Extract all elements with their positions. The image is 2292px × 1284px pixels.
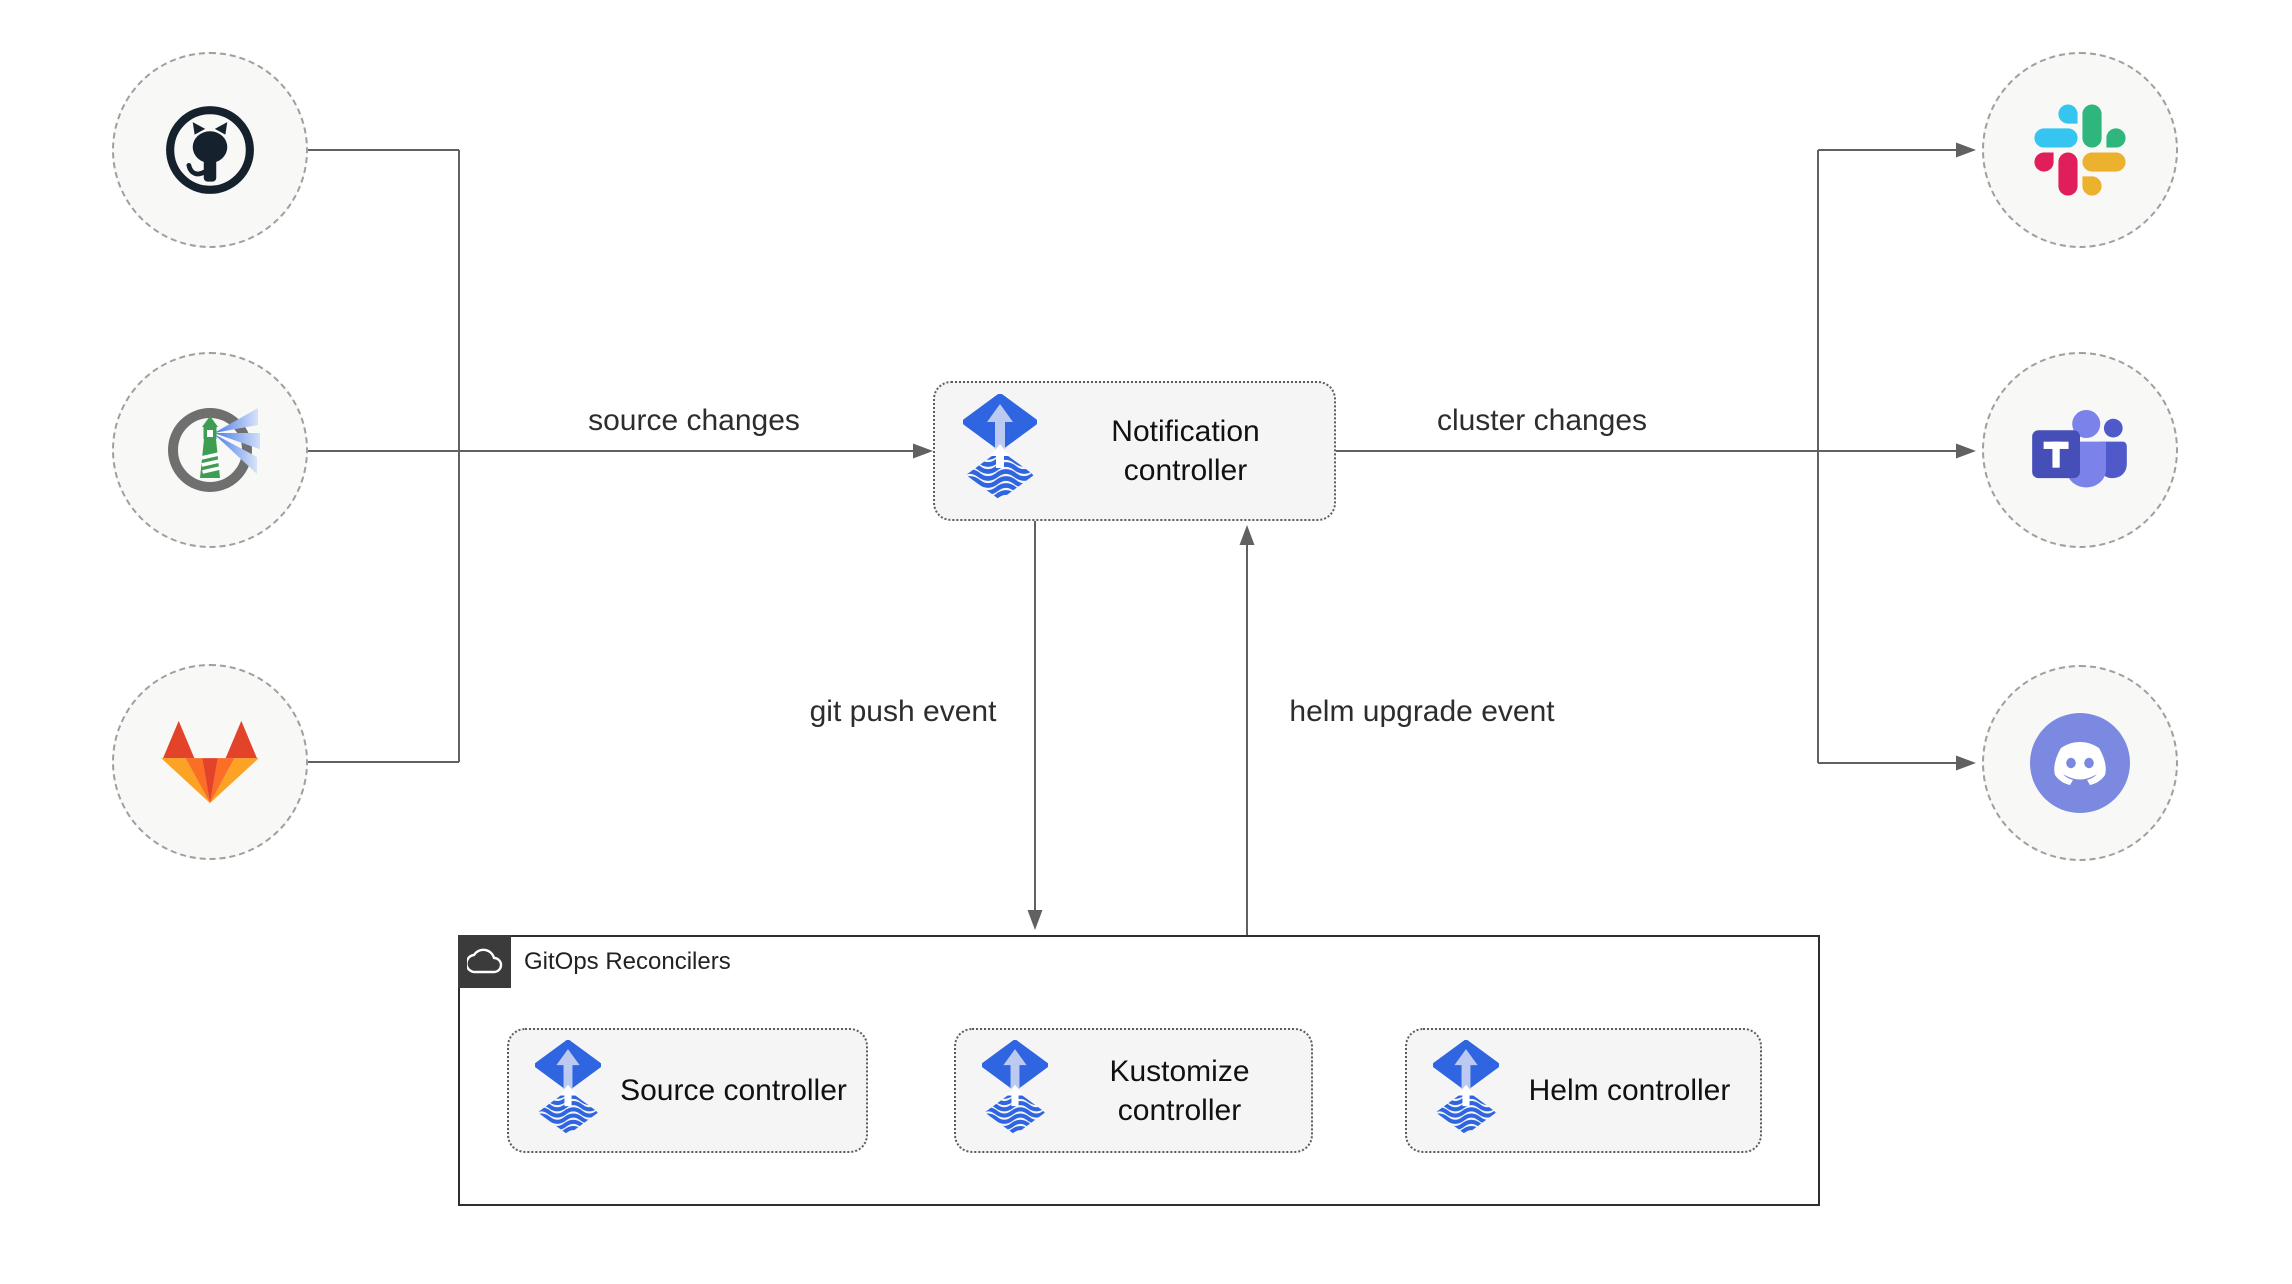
source-controller-node: Source controller xyxy=(507,1028,868,1153)
discord-icon xyxy=(2030,713,2130,813)
kustomize-controller-node: Kustomize controller xyxy=(954,1028,1313,1153)
flux-icon xyxy=(982,1039,1048,1135)
gitops-group-header xyxy=(458,935,511,988)
arrowhead-into-slack xyxy=(1956,142,1976,158)
gitlab-node xyxy=(112,664,308,860)
helm-controller-node: Helm controller xyxy=(1405,1028,1762,1153)
teams-icon xyxy=(2032,409,2127,488)
arrowhead-git-push-down xyxy=(1027,910,1043,930)
notification-controller-node: Notification controller xyxy=(933,381,1336,521)
cloud-icon xyxy=(466,948,502,973)
cluster-changes-label: cluster changes xyxy=(1436,404,1648,437)
flux-icon xyxy=(963,394,1037,500)
harbor-node xyxy=(112,352,308,548)
discord-node xyxy=(1982,665,2178,861)
notification-controller-label: Notification controller xyxy=(1111,415,1260,487)
arrowhead-into-discord xyxy=(1956,755,1976,771)
arrowhead-helm-upgrade-up xyxy=(1239,525,1255,545)
helm-upgrade-event-label: helm upgrade event xyxy=(1289,695,1555,728)
github-icon xyxy=(166,106,254,194)
arrowhead-into-notification xyxy=(913,443,933,459)
kustomize-controller-label: Kustomize controller xyxy=(1109,1054,1250,1127)
gitops-group-title: GitOps Reconcilers xyxy=(524,948,731,975)
github-node xyxy=(112,52,308,248)
git-push-event-label: git push event xyxy=(809,695,997,728)
source-changes-label: source changes xyxy=(588,404,800,437)
gitlab-icon xyxy=(161,720,259,804)
helm-controller-label: Helm controller xyxy=(1528,1074,1731,1107)
teams-node xyxy=(1982,352,2178,548)
harbor-icon xyxy=(168,408,260,492)
source-controller-label: Source controller xyxy=(620,1074,847,1107)
slack-node xyxy=(1982,52,2178,248)
slack-icon xyxy=(2034,104,2126,196)
flux-icon xyxy=(1433,1039,1499,1135)
arrowhead-into-teams xyxy=(1956,443,1976,459)
flux-icon xyxy=(535,1039,601,1135)
